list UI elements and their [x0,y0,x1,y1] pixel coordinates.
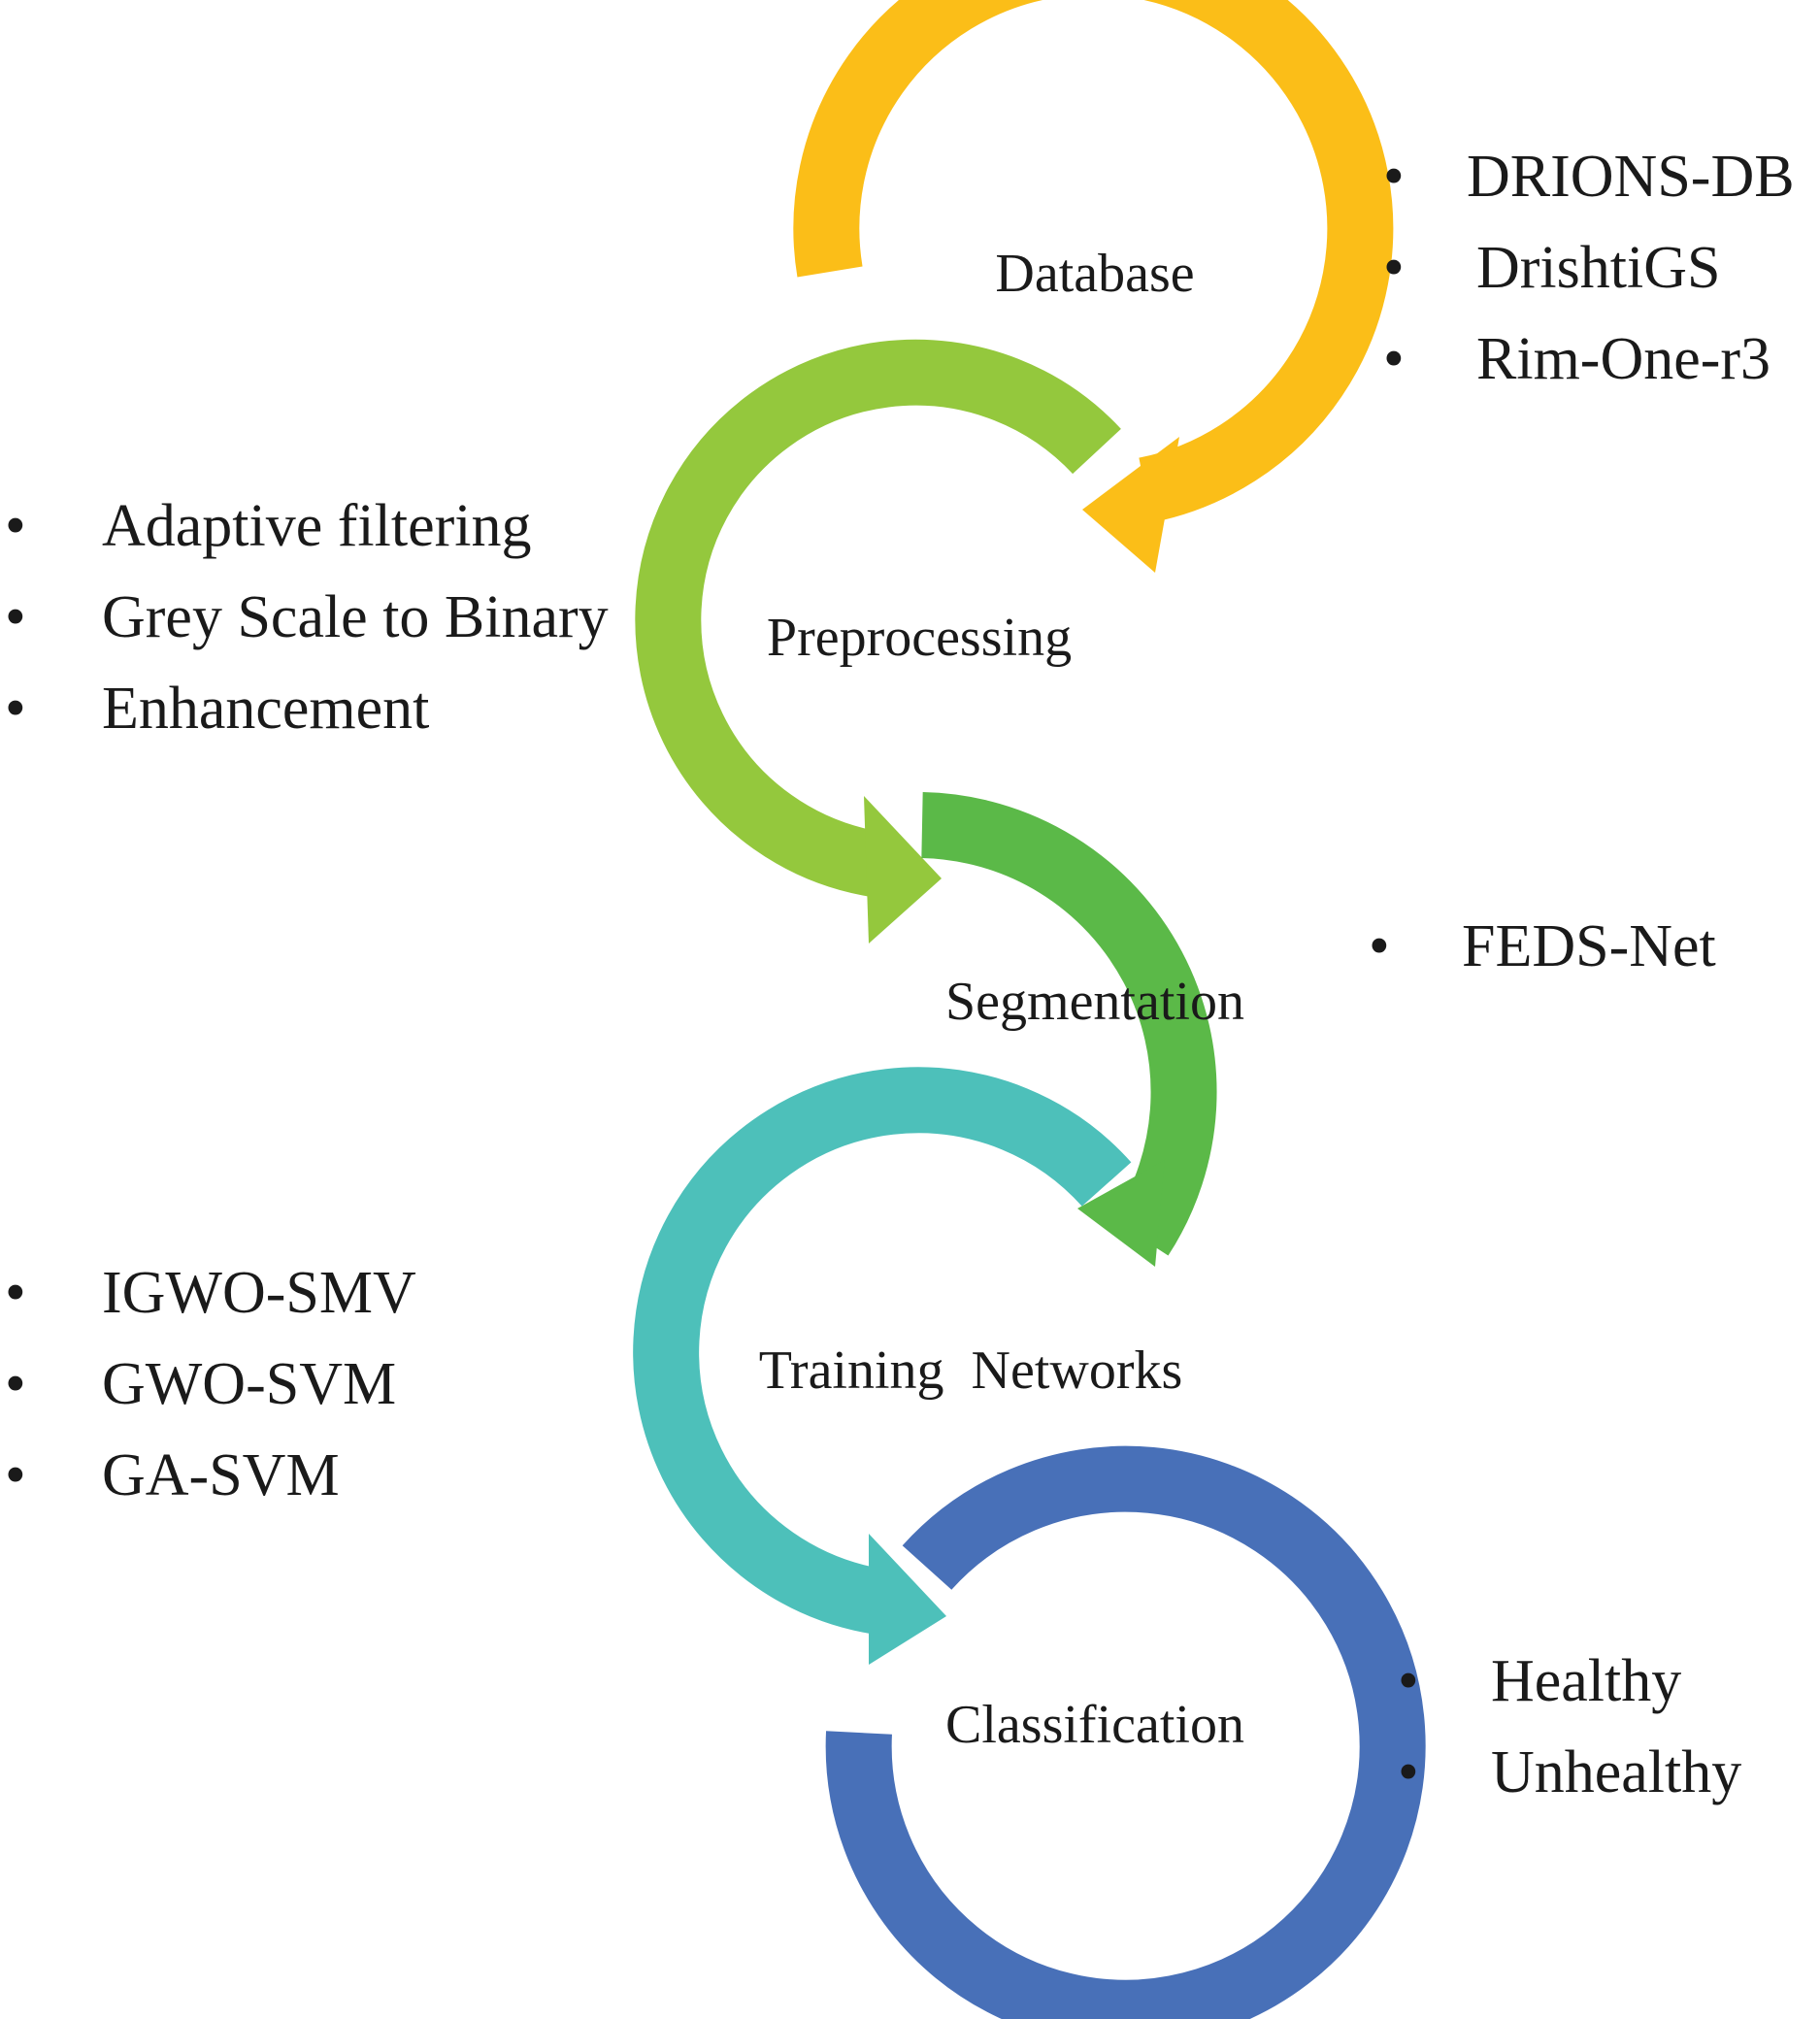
segmentation-list: •FEDS-Net [1369,901,1716,992]
training-arrowhead [869,1534,946,1665]
segmentation-arrow [921,792,1217,1267]
database-arrowhead [1082,437,1179,573]
bullet-icon: • [1383,326,1405,392]
list-item: •DRIONS-DB [1383,131,1795,222]
list-item: •Unhealthy [1398,1727,1741,1818]
bullet-icon: • [1398,1739,1419,1805]
list-item: •Adaptive filtering [5,480,609,572]
preprocessing-arrowhead [864,796,942,943]
database-arc [793,0,1394,523]
bullet-icon: • [1369,913,1390,979]
list-item: •GA-SVM [5,1430,416,1521]
bullet-icon: • [1398,1648,1419,1714]
classification-list: •Healthy •Unhealthy [1398,1636,1741,1818]
stage-label-preprocessing: Preprocessing [767,608,1072,668]
training-arrow [633,1067,1132,1665]
training-arc [633,1067,1132,1635]
classification-ring [825,1445,1426,2019]
segmentation-arc [921,792,1217,1256]
bullet-icon: • [5,1260,26,1326]
segmentation-arrowhead [1077,1160,1165,1267]
preprocessing-arc [635,339,1121,897]
stage-label-database: Database [995,244,1194,304]
database-arrow [793,0,1394,573]
bullet-icon: • [5,1351,26,1417]
bullet-icon: • [5,493,26,559]
bullet-icon: • [1383,235,1405,301]
stage-label-training-networks: Training Networks [759,1340,1183,1401]
classification-arc [825,1445,1426,2019]
preprocessing-list: •Adaptive filtering •Grey Scale to Binar… [5,480,609,754]
bullet-icon: • [5,676,26,742]
list-item: •GWO-SVM [5,1339,416,1430]
list-item: •DrishtiGS [1383,222,1795,314]
training-list: •IGWO-SMV •GWO-SVM •GA-SVM [5,1247,416,1521]
preprocessing-arrow [635,339,1121,943]
list-item: •Grey Scale to Binary [5,572,609,663]
list-item: •Enhancement [5,663,609,754]
stage-label-segmentation: Segmentation [945,972,1244,1032]
bullet-icon: • [1383,144,1405,210]
stage-label-classification: Classification [945,1695,1244,1755]
list-item: •Rim-One-r3 [1383,314,1795,405]
bullet-icon: • [5,584,26,650]
database-list: •DRIONS-DB •DrishtiGS •Rim-One-r3 [1383,131,1795,405]
list-item: •IGWO-SMV [5,1247,416,1339]
list-item: •FEDS-Net [1369,901,1716,992]
bullet-icon: • [5,1442,26,1508]
list-item: •Healthy [1398,1636,1741,1727]
